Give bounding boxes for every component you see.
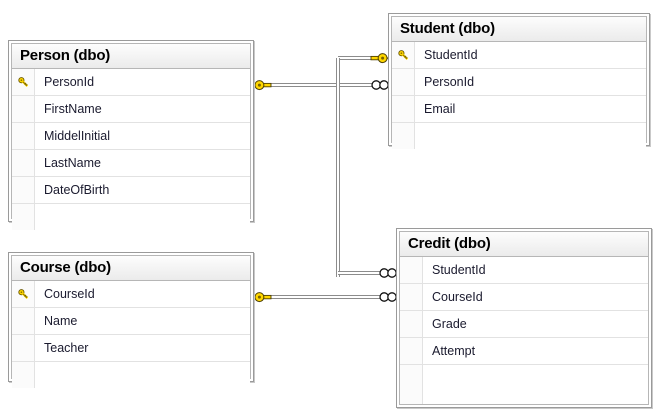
relationship-line-student-credit-bottom <box>338 271 392 275</box>
key-cell-primary <box>392 42 415 68</box>
empty-row[interactable] <box>400 365 648 404</box>
primary-key-icon <box>397 49 408 60</box>
relationship-many-infinity-icon <box>379 292 397 302</box>
relationship-endpoint-student-one[interactable] <box>369 51 391 65</box>
column-row[interactable]: LastName <box>12 150 250 177</box>
entity-title: Person (dbo) <box>12 44 250 69</box>
column-name: CourseId <box>432 290 483 304</box>
column-row[interactable]: Attempt <box>400 338 648 365</box>
column-row[interactable]: FirstName <box>12 96 250 123</box>
column-row[interactable]: Email <box>392 96 646 123</box>
key-cell-empty <box>12 96 35 122</box>
key-cell-empty <box>400 257 423 283</box>
column-row[interactable]: Name <box>12 308 250 335</box>
relationship-endpoint-credit-student-many[interactable] <box>377 266 399 280</box>
key-cell-empty <box>12 362 35 388</box>
key-cell-empty <box>400 365 423 404</box>
entity-title: Course (dbo) <box>12 256 250 281</box>
relationship-endpoint-course-one[interactable] <box>251 290 273 304</box>
empty-row[interactable] <box>12 204 250 230</box>
relationship-line-student-credit-vertical <box>336 58 340 277</box>
column-row[interactable]: PersonId <box>392 69 646 96</box>
column-row[interactable]: StudentId <box>392 42 646 69</box>
column-row[interactable]: MiddelInitial <box>12 123 250 150</box>
column-name: Email <box>424 102 456 116</box>
relationship-endpoint-person-one[interactable] <box>251 78 273 92</box>
key-cell-empty <box>12 335 35 361</box>
column-row[interactable]: StudentId <box>400 257 648 284</box>
column-row[interactable]: Grade <box>400 311 648 338</box>
column-name: PersonId <box>424 75 475 89</box>
column-name: Attempt <box>432 344 476 358</box>
column-row[interactable]: PersonId <box>12 69 250 96</box>
relationship-endpoint-student-many[interactable] <box>369 78 391 92</box>
key-cell-empty <box>392 123 415 149</box>
key-cell-empty <box>12 150 35 176</box>
column-name: MiddelInitial <box>44 129 111 143</box>
column-row[interactable]: Teacher <box>12 335 250 362</box>
column-name: FirstName <box>44 102 102 116</box>
entity-title: Credit (dbo) <box>400 232 648 257</box>
column-row[interactable]: CourseId <box>400 284 648 311</box>
column-row[interactable]: DateOfBirth <box>12 177 250 204</box>
column-name: Grade <box>432 317 467 331</box>
key-cell-empty <box>12 308 35 334</box>
relationship-one-key-icon <box>251 292 272 303</box>
primary-key-icon <box>17 288 28 299</box>
column-name: StudentId <box>424 48 478 62</box>
key-cell-empty <box>392 69 415 95</box>
column-name: DateOfBirth <box>44 183 110 197</box>
relationship-line-person-student <box>258 83 384 87</box>
relationship-endpoint-credit-course-many[interactable] <box>377 290 399 304</box>
key-cell-empty <box>400 338 423 364</box>
column-name: PersonId <box>44 75 95 89</box>
relationship-many-infinity-icon <box>379 268 397 278</box>
key-cell-empty <box>400 284 423 310</box>
relationship-many-infinity-icon <box>371 80 389 90</box>
column-name: Name <box>44 314 78 328</box>
relationship-line-course-credit <box>258 295 392 299</box>
key-cell-empty <box>400 311 423 337</box>
key-cell-primary <box>12 281 35 307</box>
empty-row[interactable] <box>12 362 250 388</box>
column-name: LastName <box>44 156 101 170</box>
key-cell-empty <box>12 123 35 149</box>
key-cell-primary <box>12 69 35 95</box>
column-name: StudentId <box>432 263 486 277</box>
relationship-one-key-icon <box>370 53 391 64</box>
column-name: Teacher <box>44 341 89 355</box>
relationship-line-student-credit-top <box>338 56 384 60</box>
key-cell-empty <box>12 204 35 230</box>
primary-key-icon <box>17 76 28 87</box>
relationship-one-key-icon <box>251 80 272 91</box>
key-cell-empty <box>12 177 35 203</box>
entity-title: Student (dbo) <box>392 17 646 42</box>
column-name: CourseId <box>44 287 95 301</box>
column-row[interactable]: CourseId <box>12 281 250 308</box>
key-cell-empty <box>392 96 415 122</box>
empty-row[interactable] <box>392 123 646 149</box>
